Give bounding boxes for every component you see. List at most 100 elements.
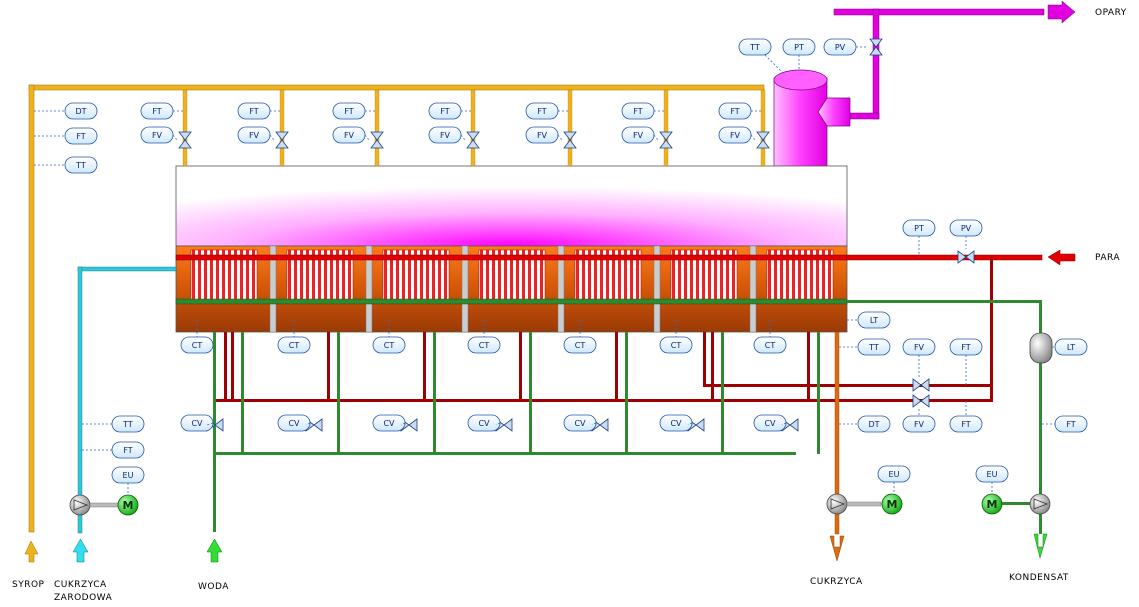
- label-woda: WODA: [198, 582, 229, 592]
- product-pump[interactable]: [826, 493, 848, 515]
- tag-ft[interactable]: FT: [428, 102, 462, 120]
- tag-fv[interactable]: FV: [428, 126, 462, 144]
- tag-label: LT: [870, 316, 878, 325]
- condensate-line: [847, 300, 1048, 559]
- tag-fv[interactable]: FV: [140, 126, 174, 144]
- vapor-separator: [773, 69, 851, 169]
- tag-tt[interactable]: TT: [64, 156, 98, 174]
- tag-ct[interactable]: CT: [563, 336, 597, 354]
- seed-pump-motor[interactable]: M: [117, 494, 139, 516]
- tag-tt[interactable]: TT: [111, 415, 145, 433]
- tag-fv[interactable]: FV: [621, 126, 655, 144]
- steam-valve[interactable]: [957, 250, 975, 264]
- syrup-header: [24, 84, 765, 563]
- tag-label: DT: [75, 107, 86, 116]
- tag-ct[interactable]: CT: [277, 336, 311, 354]
- tag-cv[interactable]: CV: [753, 414, 787, 432]
- tag-dt[interactable]: DT: [64, 102, 98, 120]
- tag-label: FT: [537, 107, 546, 116]
- tag-tt[interactable]: TT: [857, 338, 891, 356]
- syrup-feed-valve[interactable]: [178, 131, 192, 149]
- tag-fv[interactable]: FV: [902, 338, 936, 356]
- condensate-pump-motor[interactable]: M: [981, 493, 1003, 515]
- signal-line: [591, 422, 597, 426]
- tag-label: CT: [671, 341, 682, 350]
- syrup-feed-valve[interactable]: [659, 131, 673, 149]
- steam-riser: [703, 332, 706, 387]
- tag-eu[interactable]: EU: [877, 465, 911, 483]
- tag-eu[interactable]: EU: [111, 466, 145, 484]
- tag-lt[interactable]: LT: [1054, 338, 1088, 356]
- tag-ft[interactable]: FT: [949, 338, 983, 356]
- seed-pump[interactable]: [69, 494, 91, 516]
- condensate-pump[interactable]: [1029, 493, 1051, 515]
- tag-fv[interactable]: FV: [237, 126, 271, 144]
- signal-line: [781, 422, 787, 426]
- syrup-feed-valve[interactable]: [370, 131, 384, 149]
- steam-line: [215, 249, 1076, 402]
- tag-label: FV: [730, 131, 741, 140]
- tag-lt[interactable]: LT: [857, 311, 891, 329]
- tag-ct[interactable]: CT: [753, 336, 787, 354]
- tag-ft[interactable]: FT: [949, 415, 983, 433]
- tag-dt[interactable]: DT: [857, 415, 891, 433]
- seed-line: [72, 266, 177, 563]
- tag-pt[interactable]: PT: [902, 219, 936, 237]
- signal-line: [305, 422, 311, 426]
- tag-ct[interactable]: CT: [180, 336, 214, 354]
- tag-label: EU: [123, 471, 134, 480]
- syrup-feed-valve[interactable]: [756, 131, 770, 149]
- tag-ct[interactable]: CT: [467, 336, 501, 354]
- steam-control-valve[interactable]: [912, 378, 930, 392]
- tag-ft[interactable]: FT: [237, 102, 271, 120]
- tag-pv[interactable]: PV: [823, 38, 857, 56]
- tag-pt[interactable]: PT: [782, 38, 816, 56]
- tag-label: DT: [868, 420, 879, 429]
- tag-label: EU: [987, 470, 998, 479]
- tag-ft[interactable]: FT: [64, 127, 98, 145]
- tag-ft[interactable]: FT: [718, 102, 752, 120]
- tag-ft[interactable]: FT: [1054, 415, 1088, 433]
- tag-cv[interactable]: CV: [659, 414, 693, 432]
- syrup-feed-drop: [374, 89, 380, 167]
- tag-eu[interactable]: EU: [975, 465, 1009, 483]
- signal-line: [400, 422, 406, 426]
- tag-fv[interactable]: FV: [902, 415, 936, 433]
- tag-ft[interactable]: FT: [332, 102, 366, 120]
- steam-riser: [423, 332, 426, 401]
- tag-cv[interactable]: CV: [563, 414, 597, 432]
- tag-label: TT: [749, 43, 760, 52]
- tag-fv[interactable]: FV: [718, 126, 752, 144]
- motor-label: M: [987, 498, 998, 511]
- vapor-valve[interactable]: [869, 38, 883, 56]
- tag-label: FV: [537, 131, 548, 140]
- steam-riser: [711, 332, 714, 401]
- tag-ft[interactable]: FT: [140, 102, 174, 120]
- syrup-feed-drop: [470, 89, 476, 167]
- tag-ft[interactable]: FT: [525, 102, 559, 120]
- syrup-feed-valve[interactable]: [563, 131, 577, 149]
- tag-cv[interactable]: CV: [372, 414, 406, 432]
- water-riser: [625, 332, 628, 454]
- tag-cv[interactable]: CV: [467, 414, 501, 432]
- tag-ft[interactable]: FT: [111, 441, 145, 459]
- product-pump-motor[interactable]: M: [881, 493, 903, 515]
- syrup-feed-valve[interactable]: [275, 131, 289, 149]
- tag-label: FT: [440, 107, 449, 116]
- tag-label: FV: [914, 420, 925, 429]
- tag-cv[interactable]: CV: [277, 414, 311, 432]
- tag-pv[interactable]: PV: [949, 219, 983, 237]
- condensate-receiver: [1029, 332, 1053, 364]
- tag-ct[interactable]: CT: [372, 336, 406, 354]
- label-seed-1: CUKRZYCA: [54, 580, 107, 590]
- steam-control-valve-2[interactable]: [912, 394, 930, 408]
- tag-label: EU: [889, 470, 900, 479]
- signal-line: [687, 422, 693, 426]
- tag-tt[interactable]: TT: [738, 38, 772, 56]
- tag-cv[interactable]: CV: [180, 414, 214, 432]
- syrup-feed-valve[interactable]: [466, 131, 480, 149]
- tag-fv[interactable]: FV: [525, 126, 559, 144]
- tag-ct[interactable]: CT: [659, 336, 693, 354]
- tag-ft[interactable]: FT: [621, 102, 655, 120]
- tag-fv[interactable]: FV: [332, 126, 366, 144]
